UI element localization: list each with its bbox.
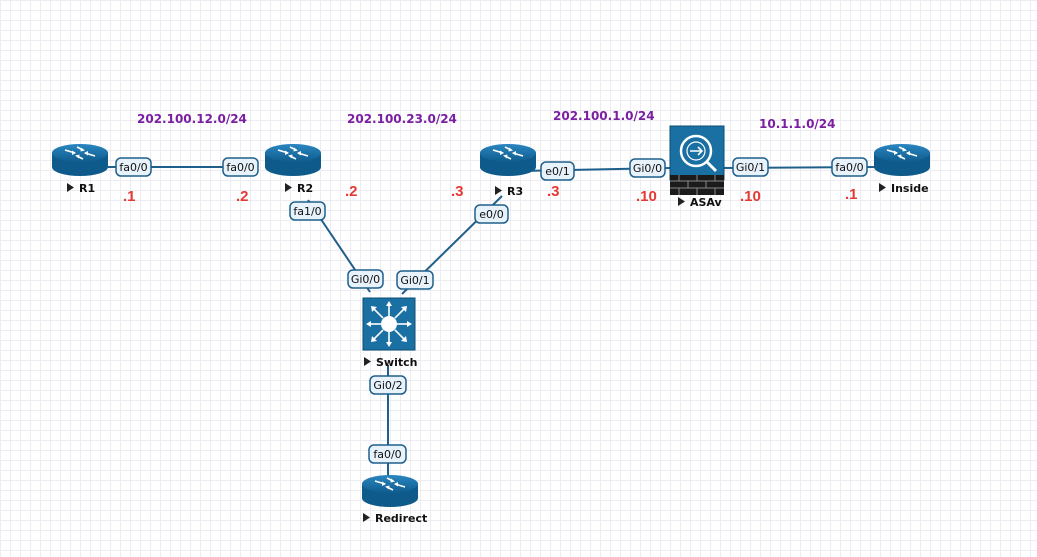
router-icon [51, 143, 109, 177]
firewall-icon [669, 125, 725, 195]
play-icon [67, 183, 74, 192]
port-r2-fa1-0[interactable]: fa1/0 [289, 201, 326, 221]
svg-text:Gi0/1: Gi0/1 [400, 274, 429, 287]
port-switch-gi0-0[interactable]: Gi0/0 [347, 269, 384, 289]
ip-label-r3-right: .3 [547, 183, 560, 200]
switch-l3[interactable] [362, 297, 416, 351]
port-inside-fa0-0[interactable]: fa0/0 [831, 157, 868, 177]
router-r2[interactable] [264, 143, 322, 177]
svg-text:Inside: Inside [891, 182, 929, 195]
router-icon [264, 143, 322, 177]
subnet-label-r3-asav: 202.100.1.0/24 [553, 109, 655, 123]
ip-label-asav-left: .10 [636, 188, 657, 205]
svg-text:Gi0/0: Gi0/0 [633, 162, 662, 175]
router-r1[interactable] [51, 143, 109, 177]
ip-label-r2-right: .2 [345, 183, 358, 200]
router-icon [873, 143, 931, 177]
port-labels: fa0/0 fa0/0 fa1/0 e0/1 e0/0 Gi0/0 Gi0/1 [115, 157, 868, 464]
play-icon [879, 183, 886, 192]
svg-text:Redirect: Redirect [375, 512, 427, 525]
port-r2-fa0-0[interactable]: fa0/0 [222, 157, 259, 177]
play-icon [495, 186, 502, 195]
svg-text:fa1/0: fa1/0 [293, 205, 321, 218]
device-labels: R1 R2 R3 ASAv Inside Switch Redirect [67, 182, 929, 525]
ip-labels: .1 .2 .2 .3 .3 .10 .10 .1 [123, 183, 858, 205]
svg-text:R3: R3 [507, 185, 523, 198]
port-r1-fa0-0[interactable]: fa0/0 [115, 157, 152, 177]
ip-label-r1: .1 [123, 188, 136, 205]
subnet-label-asav-inside: 10.1.1.0/24 [759, 117, 836, 131]
device-label-redirect: Redirect [363, 512, 427, 525]
svg-text:Gi0/1: Gi0/1 [736, 161, 765, 174]
firewall-asav[interactable] [669, 125, 725, 195]
router-icon [479, 143, 537, 177]
router-inside[interactable] [873, 143, 931, 177]
svg-text:R1: R1 [79, 182, 95, 195]
port-redirect-fa0-0[interactable]: fa0/0 [368, 444, 407, 464]
device-label-r1: R1 [67, 182, 95, 195]
svg-text:fa0/0: fa0/0 [119, 161, 147, 174]
ip-label-r3-left: .3 [451, 183, 464, 200]
subnet-label-r1-r2: 202.100.12.0/24 [137, 112, 247, 126]
svg-text:fa0/0: fa0/0 [226, 161, 254, 174]
device-label-switch: Switch [364, 356, 417, 369]
play-icon [364, 357, 371, 366]
device-label-r2: R2 [285, 182, 313, 195]
svg-text:Gi0/0: Gi0/0 [351, 273, 380, 286]
play-icon [363, 513, 370, 522]
port-r3-e0-0[interactable]: e0/0 [474, 204, 509, 224]
svg-text:ASAv: ASAv [690, 196, 723, 209]
port-r3-e0-1[interactable]: e0/1 [540, 161, 575, 181]
svg-text:Switch: Switch [376, 356, 417, 369]
svg-text:fa0/0: fa0/0 [373, 448, 401, 461]
svg-text:e0/0: e0/0 [479, 208, 503, 221]
device-label-r3: R3 [495, 185, 523, 198]
port-switch-gi0-1[interactable]: Gi0/1 [396, 270, 434, 290]
svg-text:R2: R2 [297, 182, 313, 195]
play-icon [678, 197, 685, 206]
subnet-labels: 202.100.12.0/24 202.100.23.0/24 202.100.… [137, 109, 836, 131]
router-icon [361, 474, 419, 508]
ip-label-r2-left: .2 [236, 188, 249, 205]
subnet-label-r2-r3: 202.100.23.0/24 [347, 112, 457, 126]
play-icon [285, 183, 292, 192]
router-redirect[interactable] [361, 474, 419, 508]
router-r3[interactable] [479, 143, 537, 177]
svg-text:Gi0/2: Gi0/2 [373, 379, 402, 392]
device-label-inside: Inside [879, 182, 929, 195]
port-asav-gi0-0[interactable]: Gi0/0 [629, 158, 666, 178]
ip-label-inside: .1 [845, 186, 858, 203]
svg-text:fa0/0: fa0/0 [835, 161, 863, 174]
svg-text:e0/1: e0/1 [545, 165, 569, 178]
port-asav-gi0-1[interactable]: Gi0/1 [732, 157, 769, 177]
ip-label-asav-right: .10 [740, 188, 761, 205]
switch-icon [362, 297, 416, 351]
device-label-asav: ASAv [678, 196, 723, 209]
port-switch-gi0-2[interactable]: Gi0/2 [369, 375, 407, 395]
